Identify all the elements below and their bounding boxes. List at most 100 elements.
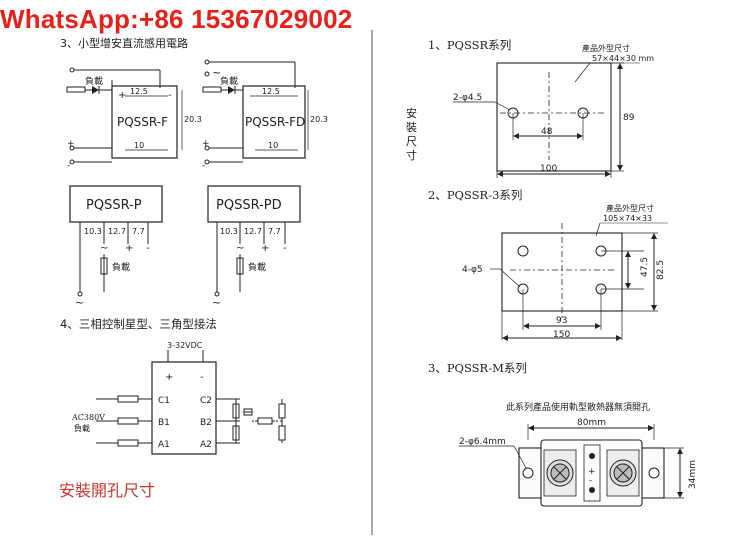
phase-b2: B2 bbox=[200, 418, 212, 428]
dim-10-3-pd: 10.3 bbox=[220, 227, 238, 236]
s3-mount-hole-left bbox=[522, 467, 534, 479]
tp-minus: - bbox=[200, 372, 204, 383]
phase-c1: C1 bbox=[158, 396, 170, 406]
svg-text:-: - bbox=[589, 476, 592, 486]
box-pqssr-fd bbox=[242, 85, 306, 159]
s2-hole-label: 4-φ5 bbox=[462, 265, 483, 275]
dim-10-3: 10.3 bbox=[84, 227, 102, 236]
dim-20-3-fd: 20.3 bbox=[310, 115, 328, 124]
dim-7-7: 7.7 bbox=[132, 227, 145, 236]
vlabel-1: 裝 bbox=[406, 121, 417, 134]
load-resistor-pd bbox=[236, 257, 244, 275]
pd-ac-tilde: ~ bbox=[212, 296, 221, 309]
phase-c2: C2 bbox=[200, 396, 212, 406]
s1-dim-48: 48 bbox=[541, 127, 553, 137]
section4-title: 4、三相控制星型、三角型接法 bbox=[60, 317, 217, 331]
vlabel-2: 尺 bbox=[406, 135, 417, 148]
vlabel-3: 寸 bbox=[406, 148, 417, 162]
box-pqssr-pd-label: PQSSR-PD bbox=[216, 198, 282, 213]
dim-10: 10 bbox=[134, 141, 144, 150]
three-phase-box bbox=[151, 361, 217, 455]
box-pqssr-p bbox=[69, 185, 163, 223]
terminal-plus: + bbox=[118, 90, 126, 101]
s1-hole-label: 2-φ4.5 bbox=[453, 93, 482, 103]
install-note: 安裝開孔尺寸 bbox=[59, 481, 156, 500]
s2-dim-93: 93 bbox=[556, 316, 567, 326]
three-phase-diagram: 3-32VDC + - AC380V 負載 C1 B1 A1 C2 B2 A2 bbox=[71, 341, 286, 455]
whatsapp-watermark: WhatsApp:+86 15367029002 bbox=[0, 4, 353, 34]
p-load-label: 負載 bbox=[112, 261, 130, 273]
s2-drawing: 93 150 47.5 82.5 4-φ5 產品外型尺寸 105×74×33 bbox=[462, 203, 668, 341]
p-plus: + bbox=[125, 243, 133, 254]
s3-dim-34: 34mm bbox=[688, 460, 698, 489]
s2-hole-tl bbox=[517, 245, 529, 257]
delta-resistor-1 bbox=[278, 403, 286, 419]
s3-mount-hole-right bbox=[648, 467, 660, 479]
box-pqssr-f-label: PQSSR-F bbox=[117, 115, 168, 129]
s1-size-label: 產品外型尺寸 bbox=[582, 43, 630, 53]
s2-dim-47-5: 47.5 bbox=[640, 257, 650, 277]
s1-title: 1、PQSSR系列 bbox=[428, 38, 511, 52]
p-minus: - bbox=[146, 243, 150, 254]
s2-size-label: 產品外型尺寸 bbox=[606, 203, 654, 213]
p-ac-tilde: ~ bbox=[75, 296, 84, 309]
delta-resistor-mid bbox=[257, 417, 273, 425]
dim-12-7-pd: 12.7 bbox=[244, 227, 262, 236]
vertical-install-label: 安 裝 尺 寸 bbox=[406, 106, 417, 162]
input-minus-fd: - bbox=[202, 161, 205, 171]
s3-control-strip bbox=[583, 444, 601, 502]
load-label-fd: 負載 bbox=[220, 75, 238, 87]
box-pqssr-p-label: PQSSR-P bbox=[86, 198, 142, 213]
tp-plus: + bbox=[165, 372, 173, 383]
diagram-pqssr-f: 負載 PQSSR-F + - 12.5 20.3 10 + - bbox=[66, 67, 202, 171]
vlabel-0: 安 bbox=[406, 106, 417, 120]
load-label: 負載 bbox=[85, 75, 103, 87]
ac-tilde: ~ bbox=[212, 66, 221, 79]
dim-10-fd: 10 bbox=[268, 141, 278, 150]
s3-title: 3、PQSSR-M系列 bbox=[428, 361, 527, 375]
diode-symbol-fd bbox=[228, 86, 235, 94]
diode-symbol bbox=[92, 86, 99, 94]
s2-dim-82-5: 82.5 bbox=[656, 260, 666, 280]
diagram-pqssr-fd: ~ 負載 PQSSR-FD 12.5 20.3 10 + - bbox=[202, 59, 328, 171]
s3-hole-label: 2-φ6.4mm bbox=[459, 437, 506, 447]
p-tilde: ~ bbox=[100, 243, 108, 254]
load-resistor bbox=[100, 257, 108, 275]
box-pqssr-f bbox=[111, 85, 178, 159]
s3-note: 此系列產品使用軌型散熱器無須開孔 bbox=[506, 401, 650, 413]
pd-tilde: ~ bbox=[236, 243, 244, 254]
dim-20-3: 20.3 bbox=[184, 115, 202, 124]
s2-dim-150: 150 bbox=[553, 330, 570, 340]
s2-size-value: 105×74×33 bbox=[603, 214, 652, 223]
pd-plus: + bbox=[261, 243, 269, 254]
delta-resistor-2 bbox=[278, 425, 286, 441]
tp-load-label: 負載 bbox=[74, 423, 90, 433]
s1-dim-100: 100 bbox=[540, 164, 557, 174]
dim-12-7: 12.7 bbox=[108, 227, 126, 236]
s1-dim-89: 89 bbox=[623, 113, 635, 123]
dim-12-5: 12.5 bbox=[130, 87, 148, 96]
diagram-pqssr-pd: PQSSR-PD 10.3 12.7 7.7 ~ + - 負載 ~ bbox=[207, 185, 301, 309]
vdc-label: 3-32VDC bbox=[167, 341, 203, 350]
s1-drawing: 48 89 100 2-φ4.5 產品外型尺寸 57×44×30 mm bbox=[453, 43, 654, 178]
phase-b1: B1 bbox=[158, 418, 170, 428]
pd-minus: - bbox=[283, 243, 287, 254]
s2-title: 2、PQSSR-3系列 bbox=[428, 188, 522, 202]
left-section-title: 3、小型增安直流感用電路 bbox=[60, 36, 188, 50]
phase-a1: A1 bbox=[158, 440, 170, 450]
pd-load-label: 負載 bbox=[248, 261, 266, 273]
s1-outline bbox=[496, 62, 612, 172]
ac380v-label: AC380V bbox=[71, 413, 105, 422]
dim-7-7-pd: 7.7 bbox=[268, 227, 281, 236]
s3-dim-80: 80mm bbox=[577, 418, 606, 428]
svg-text:+: + bbox=[588, 467, 596, 477]
box-pqssr-pd bbox=[207, 185, 301, 223]
s3-module-drawing: 80mm + - 34mm 2-φ6.4mm bbox=[459, 418, 698, 507]
terminal-minus: - bbox=[168, 90, 172, 101]
input-minus: - bbox=[67, 161, 70, 171]
dim-12-5-fd: 12.5 bbox=[262, 87, 280, 96]
s2-outline bbox=[501, 232, 623, 312]
s1-size-value: 57×44×30 mm bbox=[592, 54, 654, 63]
box-pqssr-fd-label: PQSSR-FD bbox=[245, 115, 305, 129]
